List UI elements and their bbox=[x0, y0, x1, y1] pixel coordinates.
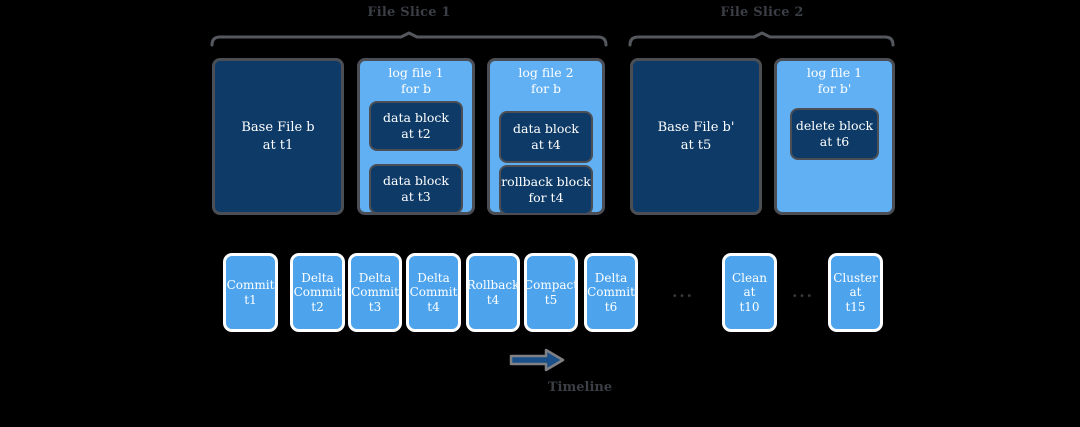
action-delta-commit-t2: Delta Commit t2 bbox=[290, 253, 345, 332]
action-delta-commit-t3: Delta Commit t3 bbox=[348, 253, 402, 332]
rollback-block-t4: rollback block for t4 bbox=[499, 165, 593, 215]
base-file-b-prime-box: Base File b' at t5 bbox=[630, 58, 762, 215]
action-compact-t5: Compact t5 bbox=[524, 253, 578, 332]
log-file-1-box: log file 1 for b data block at t2 data b… bbox=[357, 58, 475, 215]
data-block-t2: data block at t2 bbox=[369, 101, 463, 151]
delete-block-t6: delete block at t6 bbox=[790, 108, 879, 160]
log-file-1-b-prime-title: log file 1 for b' bbox=[806, 65, 863, 97]
action-clean-t10: Clean at t10 bbox=[722, 253, 777, 332]
action-rollback-t4: Rollback t4 bbox=[466, 253, 520, 332]
ellipsis-2: ... bbox=[792, 283, 814, 301]
timeline-label: Timeline bbox=[547, 380, 613, 395]
action-cluster-t15: Cluster at t15 bbox=[828, 253, 883, 332]
log-file-1-title: log file 1 for b bbox=[388, 65, 444, 97]
action-delta-commit-t4: Delta Commit t4 bbox=[406, 253, 461, 332]
file-slice-2-label: File Slice 2 bbox=[720, 5, 804, 20]
action-commit-t1: Commit t1 bbox=[223, 253, 278, 332]
ellipsis-1: ... bbox=[672, 283, 694, 301]
action-delta-commit-t6: Delta Commit t6 bbox=[584, 253, 638, 332]
brace-file-slice-1 bbox=[210, 31, 608, 47]
log-file-1-b-prime-box: log file 1 for b' delete block at t6 bbox=[774, 58, 895, 215]
base-file-b-box: Base File b at t1 bbox=[212, 58, 344, 215]
timeline-arrow-icon bbox=[509, 348, 565, 372]
data-block-t4: data block at t4 bbox=[499, 111, 593, 163]
brace-file-slice-2 bbox=[628, 31, 895, 47]
log-file-2-box: log file 2 for b data block at t4 rollba… bbox=[487, 58, 605, 215]
file-slice-1-label: File Slice 1 bbox=[367, 5, 451, 20]
data-block-t3: data block at t3 bbox=[369, 164, 463, 214]
log-file-2-title: log file 2 for b bbox=[518, 65, 574, 97]
